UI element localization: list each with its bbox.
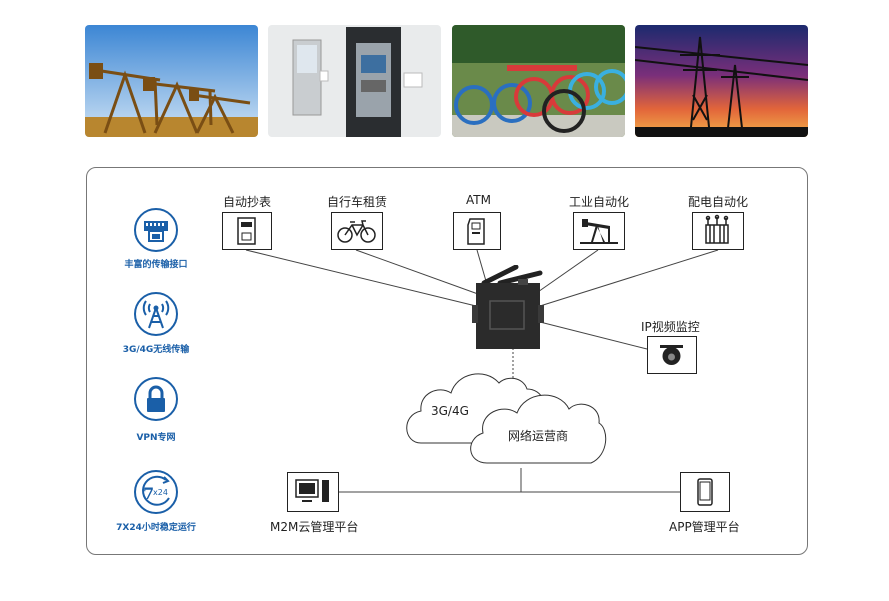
photo-rental-bicycles <box>452 25 625 137</box>
bicycle-icon <box>331 212 383 250</box>
camera-icon <box>647 336 697 374</box>
phone-icon <box>680 472 730 512</box>
cloud-label-operator: 网络运营商 <box>508 429 569 443</box>
label-meter-reading: 自动抄表 <box>223 195 272 209</box>
feature-label-wireless: 3G/4G无线传输 <box>122 345 190 355</box>
label-atm: ATM <box>466 193 491 207</box>
svg-text:7: 7 <box>143 484 154 503</box>
atm-icon <box>453 212 501 250</box>
feature-label-24h: 7X24小时稳定运行 <box>116 523 196 533</box>
pumpjack-icon <box>573 212 625 250</box>
label-industrial-automation: 工业自动化 <box>569 195 630 209</box>
photo-power-transmission-towers <box>635 25 808 137</box>
label-m2m-platform: M2M云管理平台 <box>270 520 359 534</box>
network-clouds <box>403 355 608 467</box>
label-bicycle-rental: 自行车租赁 <box>327 195 388 209</box>
router-device <box>470 265 546 350</box>
meter-icon <box>222 212 272 250</box>
label-distribution-automation: 配电自动化 <box>688 195 749 209</box>
transformer-icon <box>692 212 744 250</box>
svg-text:x24: x24 <box>153 488 168 497</box>
feature-label-vpn: VPN专网 <box>136 433 176 443</box>
cloud-label-3g4g: 3G/4G <box>431 404 469 418</box>
label-ip-camera: IP视频监控 <box>641 320 700 334</box>
antenna-icon <box>134 292 178 336</box>
photo-atm-machine <box>268 25 441 137</box>
lock-icon <box>134 377 178 421</box>
port-icon <box>134 208 178 252</box>
feature-label-interfaces: 丰富的传输接口 <box>124 260 188 270</box>
photo-oil-pumpjacks <box>85 25 258 137</box>
computer-icon <box>287 472 339 512</box>
label-app-platform: APP管理平台 <box>669 520 740 534</box>
diagram-frame <box>86 167 808 555</box>
